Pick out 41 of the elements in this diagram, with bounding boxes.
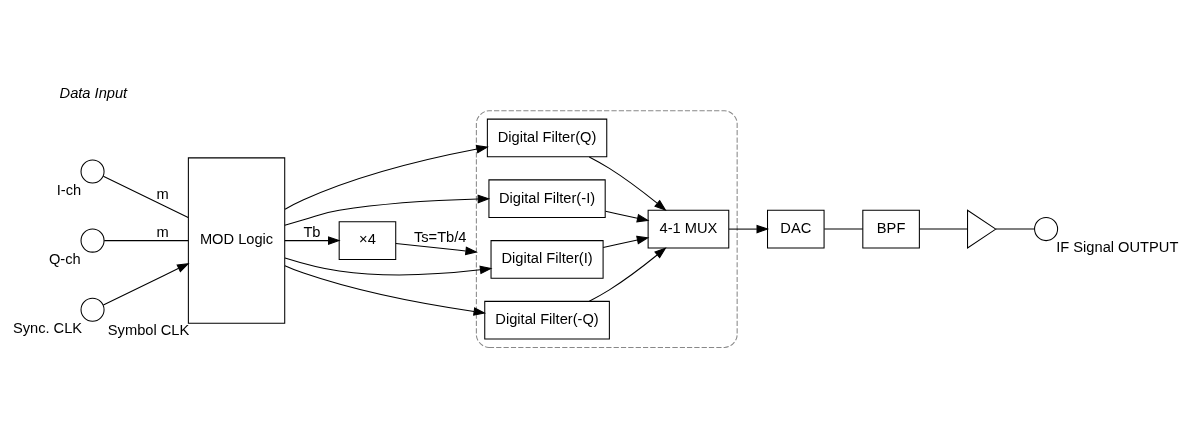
connector [102,175,189,219]
arrow [284,144,489,210]
node-label: IF Signal OUTPUT [1056,239,1179,256]
node-label: Symbol CLK [107,322,190,339]
edge-label: m [156,223,169,240]
node-label: Q-ch [48,250,81,267]
node-box: BPF [862,209,920,249]
arrow [588,156,667,212]
arrow [588,247,667,302]
arrow [284,236,341,246]
edge-label: Tb [303,223,321,240]
node-box: MOD Logic [187,157,286,324]
arrow [102,262,190,306]
node-box: 4-1 MUX [647,209,730,249]
node-circle [80,228,105,253]
node-box: DAC [767,209,825,249]
node-circle [80,297,105,322]
label: Data Input [59,84,128,101]
arrow [284,257,493,276]
node-circle [1034,217,1059,242]
arrow [602,235,650,248]
node-box: ×4 [338,221,397,260]
arrow [284,265,487,316]
node-box: Digital Filter(I) [490,240,604,279]
connector [995,228,1035,230]
node-circle [80,159,105,184]
node-triangle [967,209,997,249]
arrow [728,224,770,234]
node-box: Digital Filter(-I) [488,179,606,219]
connector [103,240,189,242]
node-box: Digital Filter(Q) [486,118,608,158]
node-box: Digital Filter(-Q) [484,300,610,340]
edge-label: Ts=Tb/4 [413,228,467,245]
arrow [284,194,491,226]
arrow [395,243,478,256]
connector [823,228,864,230]
node-label: Sync. CLK [12,319,83,336]
arrow [605,210,650,223]
connector [919,228,968,230]
edge-label: m [156,185,169,202]
node-label: I-ch [56,181,82,198]
